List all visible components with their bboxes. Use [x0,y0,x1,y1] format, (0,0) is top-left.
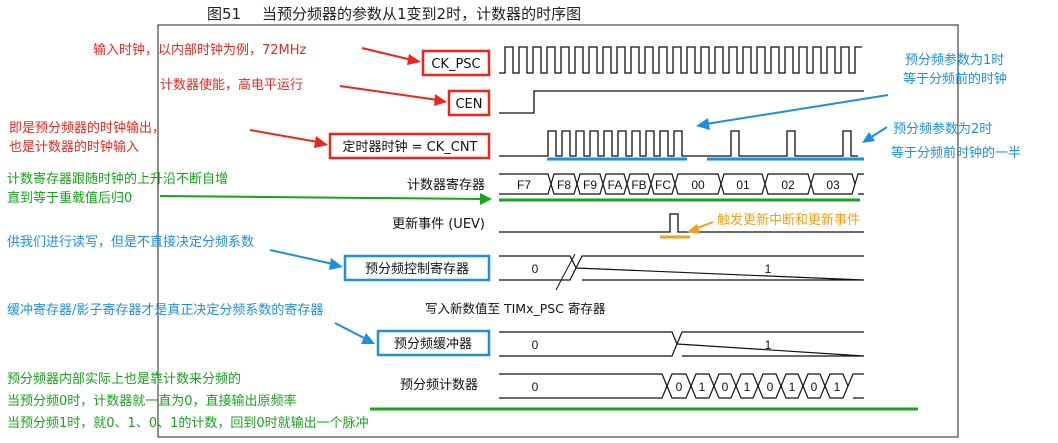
green-arrow-1 [159,195,483,200]
psc-ctrl-label-box [343,254,491,282]
psc-cnt-value-g: 0 [811,380,818,394]
psc-buf-cell-1 [676,331,865,357]
psc-cnt-cell-init [499,373,668,399]
psc-buf-value-0: 0 [532,338,539,352]
psc-cnt-value-h: 1 [834,380,841,394]
write-pointer-line [555,253,576,291]
blue-arrowhead-4 [361,333,375,344]
ck-cnt-label-box [328,132,491,160]
red-arrowhead-1 [407,54,421,65]
psc-ctrl-label: 预分频控制寄存器 [365,261,469,277]
annotation-psc1-line2: 等于分频前的时钟 [903,71,1007,87]
red-arrow-2 [339,85,439,101]
blue-arrow-2 [869,126,888,139]
counter-label: 计数器寄存器 [407,177,485,193]
counter-value-f9: F9 [583,178,597,192]
counter-value-fb: FB [631,178,646,192]
cen-label-box [447,89,491,117]
figure-title: 当预分频器的参数从1变到2时，计数器的时序图 [262,5,581,23]
blue-arrow-4 [334,322,367,340]
green-arrowhead-1 [480,193,492,205]
psc-buf-label: 预分频缓冲器 [394,337,472,352]
ck-psc-label-box [421,49,491,77]
ck-psc-label: CK_PSC [431,57,480,72]
annotation-counter-line1: 计数寄存器跟随时钟的上升沿不断自增 [7,171,228,187]
diagram-frame [157,24,959,438]
psc-buf-cell-0 [499,331,678,357]
psc-buf-label-box [376,329,491,357]
annotation-psc-counting-2: 当预分频0时，计数器就一直为0，直接输出原频率 [7,393,297,409]
counter-value-03: 03 [826,178,840,192]
counter-cell-tail [854,173,864,195]
annotation-shadow-register: 缓冲寄存器/影子寄存器才是真正决定分频系数的寄存器 [7,302,323,318]
psc-ctrl-cell-1 [575,255,865,281]
annotation-input-clock: 输入时钟，以内部时钟为例，72MHz [93,42,307,58]
annotation-psc-output-2: 也是计数器的时钟输入 [9,139,139,155]
annotation-psc-counting-3: 当预分频1时，就0、1、0、1的计数，回到0时就输出一个脉冲 [7,415,369,431]
blue-arrow-3 [269,249,334,265]
psc-cnt-value-d: 1 [744,380,751,394]
counter-value-00: 00 [691,178,705,192]
psc-buf-value-1: 1 [765,338,772,352]
annotation-psc2-line1: 预分频参数为2时 [893,121,992,137]
psc-cnt-cell-tail [847,373,864,399]
uev-label: 更新事件 (UEV) [392,216,485,232]
psc-cnt-value-f: 1 [789,380,796,394]
red-arrowhead-3 [314,136,328,148]
red-arrow-1 [361,47,413,61]
annotation-psc-counting-1: 预分频器内部实际上也是靠计数来分频的 [7,371,241,387]
ck-cnt-label: 定时器时钟 = CK_CNT [342,139,477,155]
psc-cnt-label: 预分频计数器 [400,378,478,393]
annotation-psc2-line2: 等于分频前时钟的一半 [891,145,1021,161]
orange-arrowhead [687,224,700,234]
ck-cnt-waveform [499,130,858,157]
blue-arrowhead-3 [329,258,343,270]
annotation-psc1-line1: 预分频参数为1时 [905,52,1004,68]
psc-cnt-value-a: 0 [676,380,683,394]
psc-cnt-value-e: 0 [767,380,774,394]
blue-arrowhead-1 [696,118,710,130]
counter-value-01: 01 [736,178,750,192]
ck-psc-waveform [499,46,862,74]
red-arrowhead-2 [434,94,447,106]
psc-cnt-value-init: 0 [532,380,539,394]
counter-value-fc: FC [655,178,671,192]
cen-waveform [499,90,864,114]
psc-cnt-value-c: 0 [722,380,729,394]
figure-number: 图51 [207,5,241,23]
annotation-psc-readwrite: 供我们进行读写，但是不直接决定分频系数 [7,234,254,250]
psc-ctrl-value-0: 0 [532,262,539,276]
counter-value-f7: F7 [517,178,531,192]
annotation-counter-line2: 直到等于重载值后归0 [7,190,132,206]
counter-value-02: 02 [781,178,795,192]
uev-waveform [499,213,864,233]
counter-value-f8: F8 [557,178,571,192]
annotation-psc-output-1: 即是预分频器的时钟输出， [9,120,165,136]
psc-ctrl-value-1: 1 [765,262,772,276]
blue-arrowhead-2 [862,132,875,143]
psc-cnt-value-b: 1 [699,380,706,394]
cen-label: CEN [455,97,482,112]
counter-value-fa: FA [608,178,623,192]
red-arrow-3 [249,129,319,143]
blue-arrow-1 [705,94,889,125]
write-note: 写入新数值至 TIMx_PSC 寄存器 [425,301,606,316]
annotation-update-event: 触发更新中断和更新事件 [717,212,860,228]
annotation-counter-enable: 计数器使能，高电平运行 [160,77,303,93]
